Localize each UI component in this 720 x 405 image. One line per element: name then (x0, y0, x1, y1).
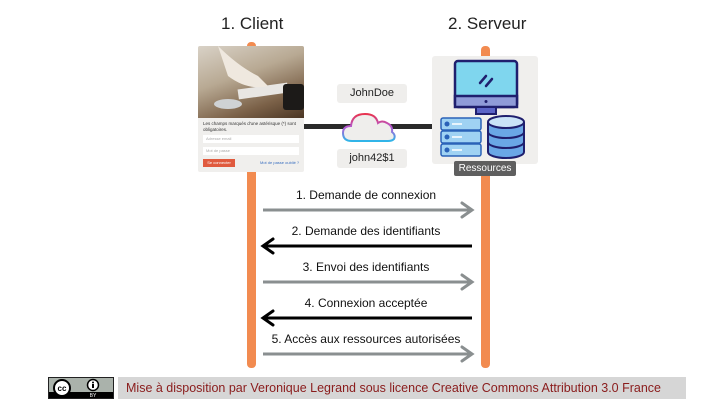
cc-license-icon: cc BY (49, 378, 113, 399)
server-card (432, 56, 538, 164)
email-field[interactable]: Adresse email (203, 135, 299, 143)
message-arrow-2 (260, 237, 472, 255)
client-login-card: Les champs marqués d'une astérisque (*) … (198, 46, 304, 172)
server-illustration (440, 59, 525, 159)
database-icon (487, 115, 525, 159)
message-1-label: 1. Demande de connexion (295, 188, 437, 202)
server-title: 2. Serveur (448, 14, 527, 33)
client-lifeline (247, 42, 256, 368)
arrow-head (460, 345, 475, 363)
arrow-head (460, 201, 475, 219)
message-arrow-3 (263, 273, 475, 291)
forgot-password-link[interactable]: Mot de passe oublié ? (260, 160, 300, 165)
cloud-icon (341, 112, 396, 142)
arrow-head (260, 237, 275, 255)
message-arrow-5 (263, 345, 475, 363)
cc-text: cc (58, 384, 67, 393)
resources-label: Ressources (454, 161, 516, 176)
cc-by-badge[interactable]: cc BY (48, 377, 114, 399)
message-arrow-1 (263, 201, 475, 219)
message-4-label: 4. Connexion acceptée (304, 296, 428, 310)
password-field[interactable]: Mot de passe (203, 147, 299, 155)
message-2-label: 2. Demande des identifiants (291, 224, 441, 238)
arrow-head (460, 273, 475, 291)
server-rack-icon (440, 117, 482, 157)
required-fields-note: Les champs marqués d'une astérisque (*) … (203, 121, 296, 132)
username-badge: JohnDoe (337, 84, 407, 103)
message-3-label: 3. Envoi des identifiants (302, 260, 430, 274)
arrow-head (260, 309, 275, 327)
license-text[interactable]: Mise à disposition par Veronique Legrand… (118, 377, 686, 399)
login-button[interactable]: Se connecter (203, 159, 235, 167)
message-arrow-4 (260, 309, 472, 327)
monitor-icon (453, 59, 519, 115)
client-title: 1. Client (221, 14, 284, 33)
message-5-label: 5. Accès aux ressources autorisées (271, 332, 461, 346)
by-text: BY (90, 393, 97, 398)
password-badge: john42$1 (337, 149, 407, 168)
laptop-illustration (214, 46, 304, 110)
server-lifeline (481, 46, 490, 368)
laptop-photo (198, 46, 304, 118)
